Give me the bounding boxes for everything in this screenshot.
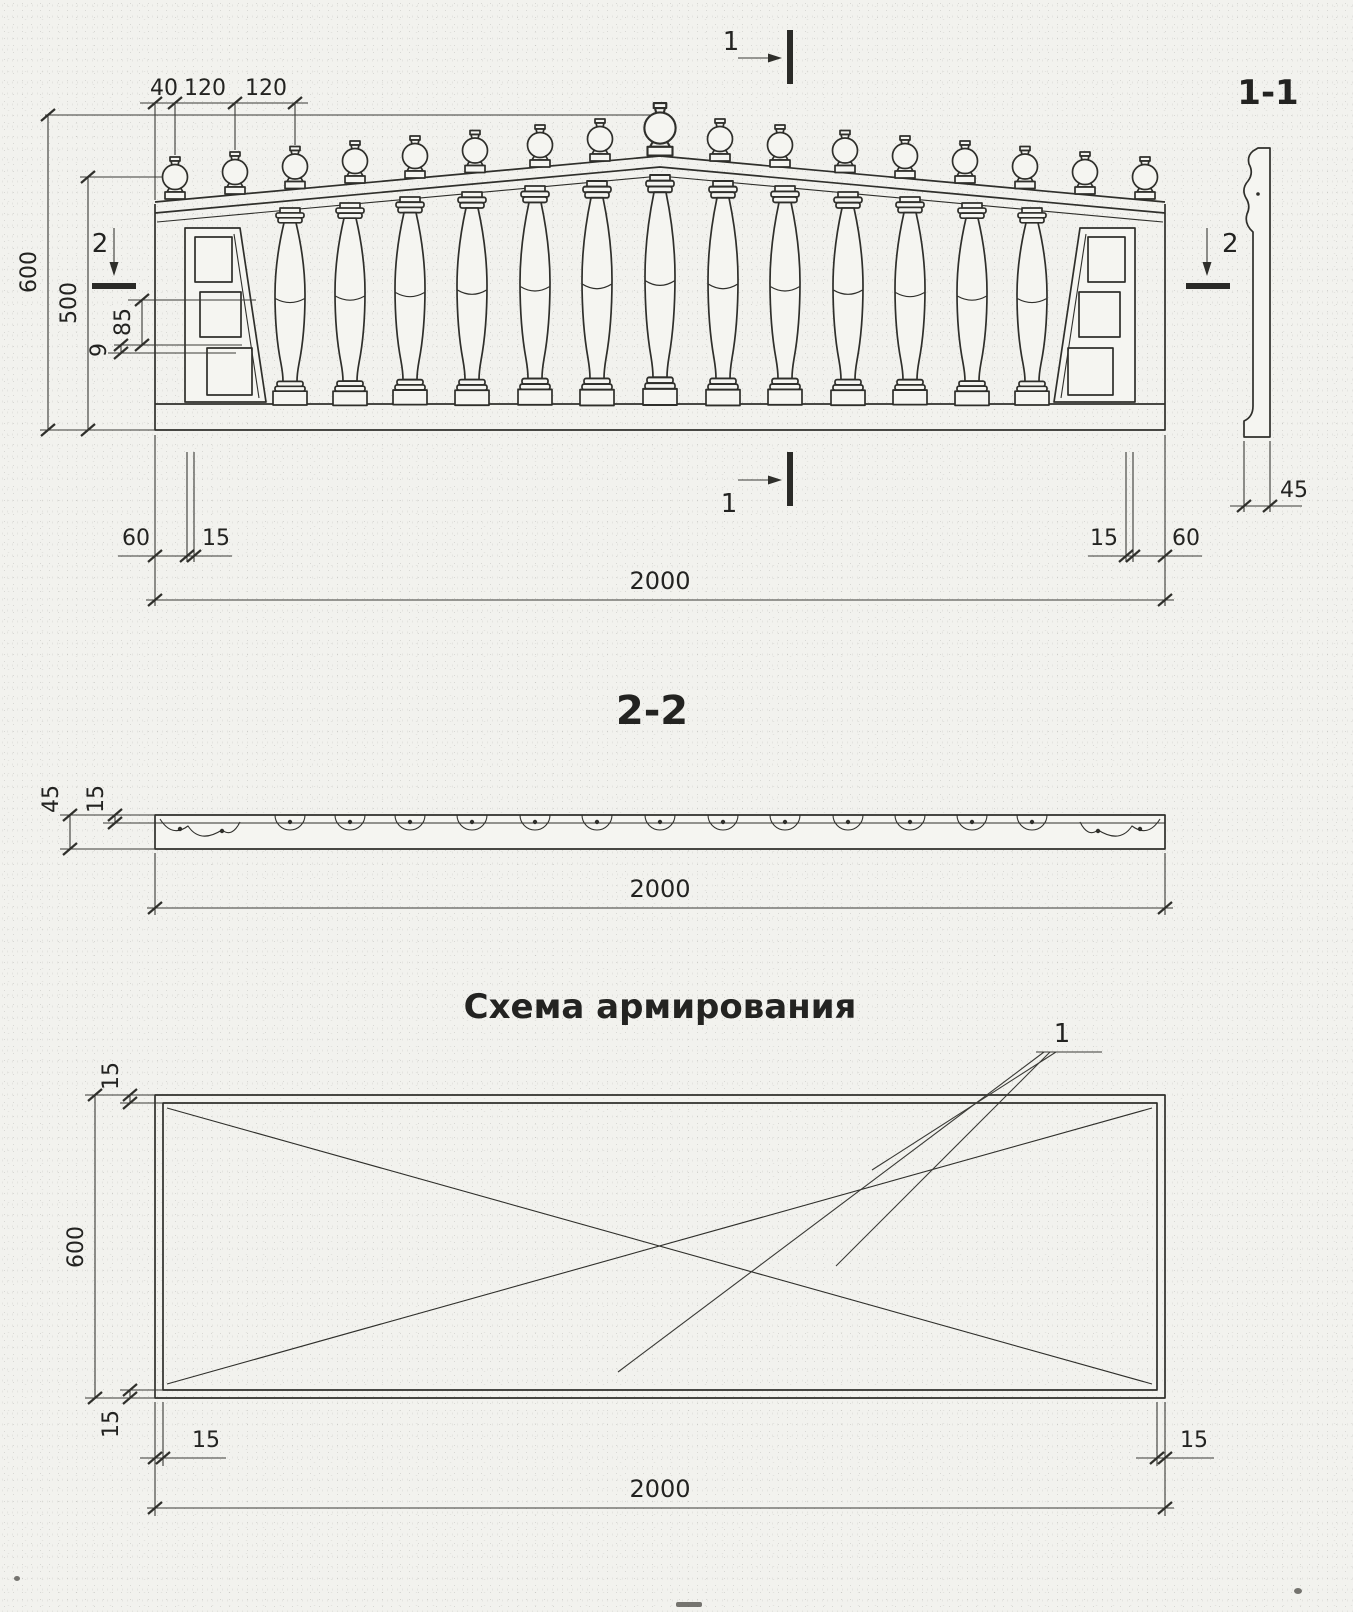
section-marker-2-left: 2 [92,228,136,289]
end-post-cut-left [159,818,241,837]
dim-120-label: 120 [184,76,226,101]
dim-60-label: 60 [1172,526,1200,551]
dim-45-label: 45 [39,785,64,813]
section-1-1-title: 1-1 [1237,73,1298,113]
end-post-left [184,227,267,403]
section-2-2-dimensions: 45 15 2000 [39,785,1174,916]
end-post-cut-right [1079,818,1161,837]
dim-2000-label: 2000 [629,567,690,595]
dim-15-label: 15 [99,1410,124,1438]
dim-9-label: 9 [87,343,112,357]
scan-speck [14,1576,20,1581]
handrail-bottom-line [154,166,1166,214]
reinforcement-dimensions: 15 600 15 15 15 2000 [64,1062,1214,1516]
reinforcement-title: Схема армирования [464,987,857,1027]
section-profile [1243,147,1271,438]
section-2-2-title: 2-2 [616,688,688,734]
dim-2000-label: 2000 [629,1475,690,1503]
reinforcement-view: Схема армирования 1 [64,987,1214,1516]
section-2-label: 2 [92,229,109,259]
dim-600-label: 600 [17,251,42,293]
elevation-dimensions: 40 120 120 600 500 85 [17,76,1202,608]
section-2-2-body [154,814,1166,850]
elevation-view: 1 1 2 [17,27,1239,608]
bar-callout: 1 [617,1019,1102,1373]
baluster-row [272,174,1050,407]
dim-2000-label: 2000 [629,875,690,903]
section-1-label: 1 [723,27,740,57]
dim-500-label: 500 [57,282,82,324]
dim-15-label: 15 [202,526,230,551]
dim-120-label: 120 [245,76,287,101]
end-post-right [1053,227,1136,403]
center-finial [643,101,677,157]
section-marker-1-top: 1 [723,27,793,84]
section-1-1-dimensions: 45 [1230,441,1308,514]
section-marker-2-right: 2 [1186,228,1239,289]
dim-15-label: 15 [84,785,109,813]
reinforcement-bars [166,1107,1153,1385]
dim-15-label: 15 [1180,1428,1208,1453]
dim-45-label: 45 [1280,478,1308,503]
section-2-label: 2 [1222,229,1239,259]
dim-15-label: 15 [99,1062,124,1090]
dim-60-label: 60 [122,526,150,551]
section-marker-1-bottom: 1 [721,452,793,519]
bar-callout-label: 1 [1054,1019,1071,1049]
section-1-1-view: 1-1 45 [1230,73,1308,514]
dim-40-label: 40 [150,76,178,101]
dim-600-label: 600 [64,1226,89,1268]
scan-speck [676,1602,702,1607]
dim-15-label: 15 [1090,526,1118,551]
dim-15-label: 15 [192,1428,220,1453]
reinforcement-frame [154,1094,1166,1399]
section-2-2-view: 2-2 45 [39,688,1174,916]
section-1-label: 1 [721,489,738,519]
dim-85-label: 85 [111,308,136,336]
scan-speck [1294,1588,1302,1594]
